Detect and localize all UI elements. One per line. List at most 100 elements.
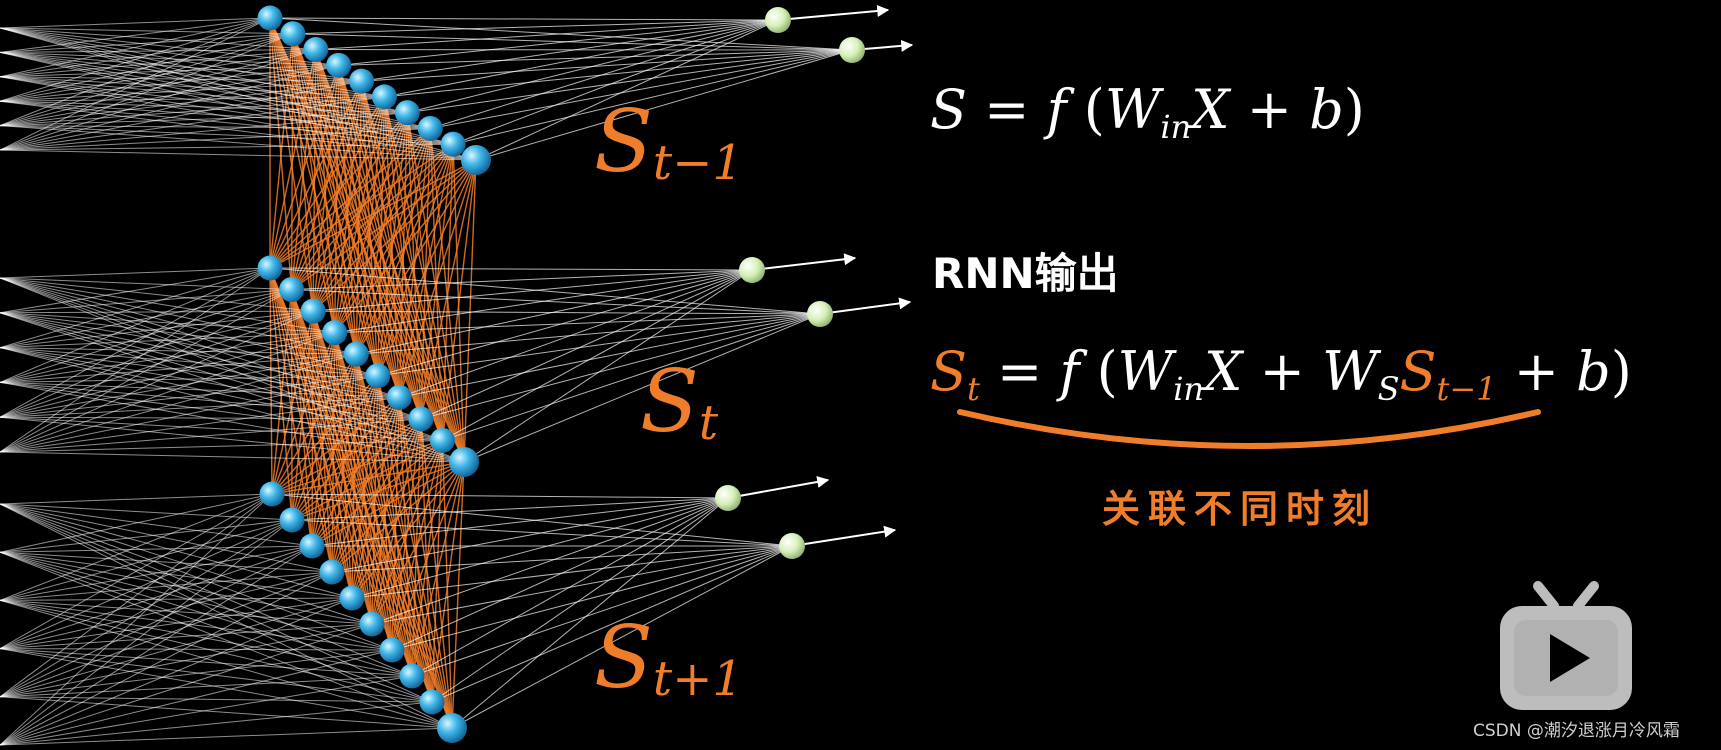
hidden-neuron — [394, 100, 420, 126]
input-connection — [0, 519, 293, 553]
input-connection — [0, 267, 271, 418]
input-connection — [0, 267, 271, 314]
input-connection — [0, 418, 421, 453]
input-connection — [0, 332, 335, 349]
watermark: CSDN @潮汐退涨月冷风霜 — [1473, 721, 1680, 741]
input-connection — [0, 267, 271, 279]
equation-recurrent: St = f (WinX + WSSt−1 + b) — [930, 340, 1632, 408]
output-connection — [313, 269, 753, 312]
input-connection — [0, 76, 454, 145]
hidden-neuron — [419, 689, 445, 715]
input-connection — [0, 312, 400, 398]
input-connection — [0, 353, 357, 418]
input-connection — [0, 312, 357, 355]
input-connection — [0, 519, 293, 746]
recurrent-connection — [391, 461, 465, 651]
hidden-neuron — [440, 131, 466, 157]
input-connection — [0, 277, 378, 377]
recurrent-connection — [377, 159, 477, 377]
output-connection — [269, 17, 853, 51]
output-connection — [291, 269, 753, 291]
input-connection — [0, 33, 294, 151]
input-connection — [0, 696, 453, 729]
hidden-neuron — [257, 5, 283, 31]
input-connection — [0, 648, 433, 703]
input-connection — [0, 493, 273, 698]
output-connection — [371, 545, 793, 625]
output-connection — [291, 289, 821, 315]
input-connection — [0, 503, 413, 677]
output-connection — [311, 497, 729, 547]
recurrent-connection — [351, 461, 465, 599]
recurrent-connection — [420, 159, 477, 420]
output-connection — [377, 269, 753, 377]
hidden-neuron — [359, 611, 385, 637]
hidden-neuron — [437, 713, 467, 743]
input-connection — [0, 519, 293, 601]
recurrent-connection — [271, 461, 465, 495]
input-connection — [0, 277, 357, 355]
input-connection — [0, 33, 293, 53]
output-connection — [291, 519, 793, 547]
input-connection — [0, 27, 293, 35]
recurrent-connection — [334, 128, 431, 333]
input-connection — [0, 289, 292, 418]
input-connection — [0, 64, 339, 127]
input-connection — [0, 112, 408, 151]
output-connection — [420, 269, 753, 420]
input-connection — [0, 551, 393, 651]
recurrent-connection — [269, 65, 340, 269]
input-connection — [0, 76, 385, 98]
input-connection — [0, 347, 443, 441]
hidden-neuron — [386, 384, 412, 410]
recurrent-connection — [351, 440, 444, 599]
recurrent-connection — [269, 159, 477, 269]
output-connection — [271, 493, 729, 499]
output-connection — [356, 313, 821, 355]
recurrent-connection — [311, 418, 422, 547]
recurrent-connection — [311, 461, 465, 547]
input-connection — [0, 416, 421, 420]
input-connection — [0, 648, 413, 677]
output-neuron — [715, 485, 741, 511]
recurrent-connection — [371, 461, 465, 625]
input-connection — [0, 17, 271, 53]
output-connection — [338, 49, 853, 66]
input-connection — [0, 545, 313, 746]
recurrent-connection — [355, 159, 477, 355]
recurrent-connection — [355, 143, 454, 355]
input-connection — [0, 347, 357, 355]
recurrent-connection — [290, 80, 363, 290]
output-connection — [269, 267, 753, 271]
input-connection — [0, 17, 271, 127]
input-connection — [0, 551, 353, 599]
input-connection — [0, 277, 400, 398]
input-connection — [0, 347, 378, 377]
input-connection — [0, 310, 314, 314]
input-connection — [0, 310, 314, 418]
input-connection — [0, 649, 393, 746]
input-connection — [0, 149, 477, 161]
input-connection — [0, 519, 293, 650]
input-connection — [0, 416, 443, 441]
input-connection — [0, 267, 271, 349]
output-connection — [334, 313, 821, 334]
input-connection — [0, 33, 294, 127]
input-connection — [0, 17, 271, 29]
recurrent-connection — [312, 159, 477, 312]
layer-label-t-minus-1: St−1 — [594, 92, 743, 192]
output-connection — [407, 49, 853, 114]
input-connections — [0, 17, 477, 746]
input-connection — [0, 545, 313, 601]
output-connection — [361, 49, 853, 82]
input-connection — [0, 100, 431, 129]
input-connection — [0, 545, 313, 553]
input-connection — [0, 551, 433, 703]
output-connection — [391, 545, 793, 651]
input-connection — [0, 375, 378, 453]
hidden-neuron — [343, 341, 369, 367]
input-connection — [0, 96, 385, 127]
hidden-neuron — [399, 663, 425, 689]
input-connection — [0, 503, 293, 521]
